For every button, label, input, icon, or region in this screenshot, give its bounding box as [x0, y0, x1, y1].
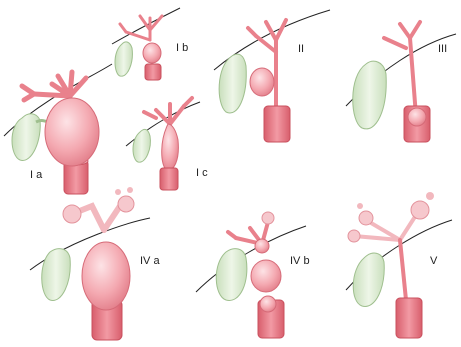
common-bile-duct [400, 240, 406, 300]
duodenum [145, 64, 161, 80]
type-ivb-figure: IV b [196, 212, 310, 338]
fusiform-cyst [45, 98, 99, 166]
duodenum [396, 298, 422, 338]
fusiform-cyst [251, 260, 281, 292]
duodenum [160, 168, 178, 190]
type-v-figure: V [346, 192, 452, 338]
type-ii-figure: II [214, 10, 330, 142]
intrahepatic-cysts [348, 192, 434, 242]
segmental-cyst [143, 43, 161, 63]
gallbladder [115, 42, 132, 76]
duodenum [264, 106, 290, 142]
type-ib-figure: I b [112, 8, 188, 80]
gallbladder [42, 249, 71, 301]
label-type-ic: I c [196, 167, 208, 179]
label-type-iva: IV a [140, 255, 160, 267]
label-type-ivb: IV b [290, 255, 310, 267]
diverticular-cyst [250, 68, 274, 96]
choledochocele [260, 296, 276, 312]
fusiform-cyst [82, 242, 130, 310]
type-ic-figure: I c [126, 98, 208, 190]
upper-cyst [255, 239, 269, 253]
label-type-ia: I a [30, 169, 43, 181]
hepatic-ducts [22, 72, 86, 100]
hepatic-ducts [248, 20, 286, 110]
type-ia-figure: I a [4, 64, 112, 194]
fusiform-cyst [162, 124, 179, 170]
gallbladder [353, 253, 384, 306]
gallbladder [133, 129, 150, 162]
type-iii-figure: III [346, 22, 456, 142]
label-type-v: V [430, 255, 438, 267]
gallbladder [216, 249, 247, 301]
choledochocele [408, 108, 426, 126]
label-type-ii: II [298, 43, 304, 55]
type-iva-figure: IV a [30, 187, 160, 340]
hepatic-ducts [144, 98, 192, 124]
intrahepatic-cyst [262, 212, 274, 224]
hepatic-ducts [384, 22, 420, 116]
gallbladder [353, 61, 386, 129]
label-type-iii: III [438, 43, 447, 55]
label-type-ib: I b [176, 42, 188, 54]
